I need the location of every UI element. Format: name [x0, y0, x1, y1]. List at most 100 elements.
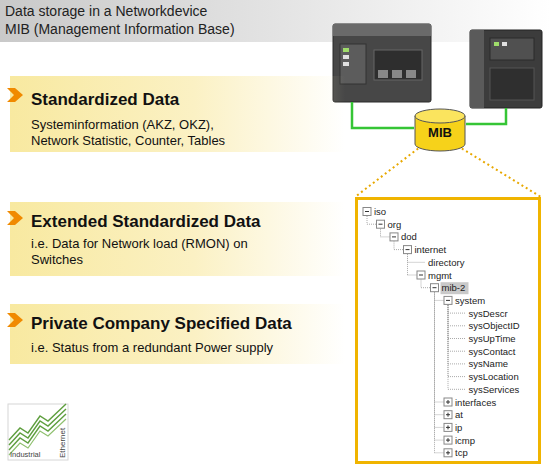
tree-item: directory	[428, 257, 464, 269]
tree-expander-sign	[446, 300, 450, 301]
title-bar	[0, 0, 550, 42]
tree-guide	[435, 427, 445, 428]
tree-guide	[435, 300, 445, 301]
tree-guide	[435, 414, 445, 415]
tree-item: tcp	[455, 447, 468, 459]
tree-expander	[444, 423, 452, 431]
tree-expander-sign	[419, 275, 423, 276]
tree-guide	[408, 275, 418, 276]
tree-guide	[367, 216, 368, 224]
tree-guide	[434, 292, 435, 453]
tree-expander-sign	[448, 413, 449, 417]
band-body: Systeminformation (AKZ, OKZ), Network St…	[31, 117, 246, 150]
tree-item: sysUpTime	[469, 333, 516, 345]
tree-guide	[407, 254, 408, 275]
device-panel	[490, 68, 534, 100]
tree-guide	[448, 376, 466, 377]
tree-guide	[367, 224, 377, 225]
device-top	[333, 24, 431, 36]
tree-expander-sign	[448, 438, 449, 442]
logo-text: Industrial	[10, 450, 40, 459]
tree-guide	[435, 402, 445, 403]
tree-guide	[448, 325, 466, 326]
tree-item: system	[455, 295, 485, 307]
tree-item: iso	[374, 206, 386, 218]
network-wire	[352, 102, 414, 128]
tree-guide	[408, 262, 426, 263]
band-heading: Standardized Data	[31, 89, 341, 110]
tree-item: dod	[401, 231, 417, 243]
device-body	[333, 24, 431, 102]
tree-expander	[377, 220, 385, 228]
cylinder-top	[415, 109, 465, 123]
tree-highlight	[441, 282, 469, 294]
tree-guide	[394, 241, 395, 249]
tree-guide	[435, 452, 445, 453]
tree-item: sysContact	[469, 346, 516, 358]
tree-guide	[448, 363, 466, 364]
tree-expander	[444, 398, 452, 406]
logo-graphic	[8, 404, 68, 460]
tree-guide	[448, 338, 466, 339]
diagram-title: Data storage in a Networkdevice	[5, 3, 207, 19]
tree-item: icmp	[455, 435, 475, 447]
device-body	[470, 30, 542, 108]
tree-expander-sign	[448, 425, 449, 429]
zoom-connector-group	[355, 148, 418, 197]
band-heading: Extended Standardized Data	[31, 211, 341, 232]
tree-item: at	[455, 409, 463, 421]
device-port	[406, 70, 416, 78]
bullet-arrow	[7, 88, 23, 102]
band-body: i.e. Data for Network load (RMON) on Swi…	[31, 236, 281, 269]
device-panel	[490, 38, 534, 60]
device-side	[470, 30, 484, 108]
logo-stripe	[9, 414, 66, 450]
database-cylinder: MIB	[414, 108, 466, 152]
tree-guide	[394, 249, 404, 250]
device-led	[343, 55, 349, 59]
tree-expander-sign	[448, 400, 449, 404]
zoom-connector-group	[462, 148, 541, 197]
device-port	[392, 70, 402, 78]
network-device	[333, 24, 431, 102]
tree-item: sysLocation	[469, 371, 519, 383]
zoom-connector	[462, 148, 541, 197]
tree-item: sysServices	[469, 384, 520, 396]
tree-item: sysName	[469, 358, 509, 370]
tree-expander-sign	[433, 287, 437, 288]
tree-expander-sign	[448, 451, 449, 455]
tree-guide	[380, 229, 381, 237]
network-device	[470, 30, 542, 108]
cylinder-label: MIB	[414, 125, 466, 140]
tree-expander-sign	[365, 211, 369, 212]
tree-guide	[421, 280, 422, 288]
info-band: Standardized DataSysteminformation (AKZ,…	[10, 76, 345, 152]
tree-expander	[444, 411, 452, 419]
band-body: i.e. Status from a redundant Power suppl…	[31, 340, 331, 356]
tree-expander-sign	[406, 249, 410, 250]
tree-item: sysDescr	[469, 308, 508, 320]
device-led	[343, 48, 349, 52]
tree-item: interfaces	[455, 397, 496, 409]
tree-expander	[363, 208, 371, 216]
tree-guide	[448, 305, 449, 389]
tree-guide	[448, 351, 466, 352]
tree-expander	[417, 271, 425, 279]
info-band: Extended Standardized Data i.e. Data for …	[10, 202, 345, 276]
tree-expander	[444, 449, 452, 457]
tree-expander	[431, 284, 439, 292]
diagram-subtitle: MIB (Management Information Base)	[5, 21, 235, 37]
tree-item: mib-2	[442, 282, 466, 294]
tree-expander-sign	[379, 224, 383, 225]
tree-panel: isoorgdodinternetdirectorymgmtmib-2syste…	[355, 197, 541, 464]
tree-guide	[448, 389, 466, 390]
tree-expander	[404, 246, 412, 254]
device-port	[378, 70, 388, 78]
band-heading: Private Company Specified Data	[31, 313, 341, 334]
logo-text: Ethernet	[58, 428, 67, 458]
device-led	[343, 62, 349, 66]
info-band: Private Company Specified Data i.e. Statu…	[10, 304, 345, 364]
tree-expander	[444, 296, 452, 304]
